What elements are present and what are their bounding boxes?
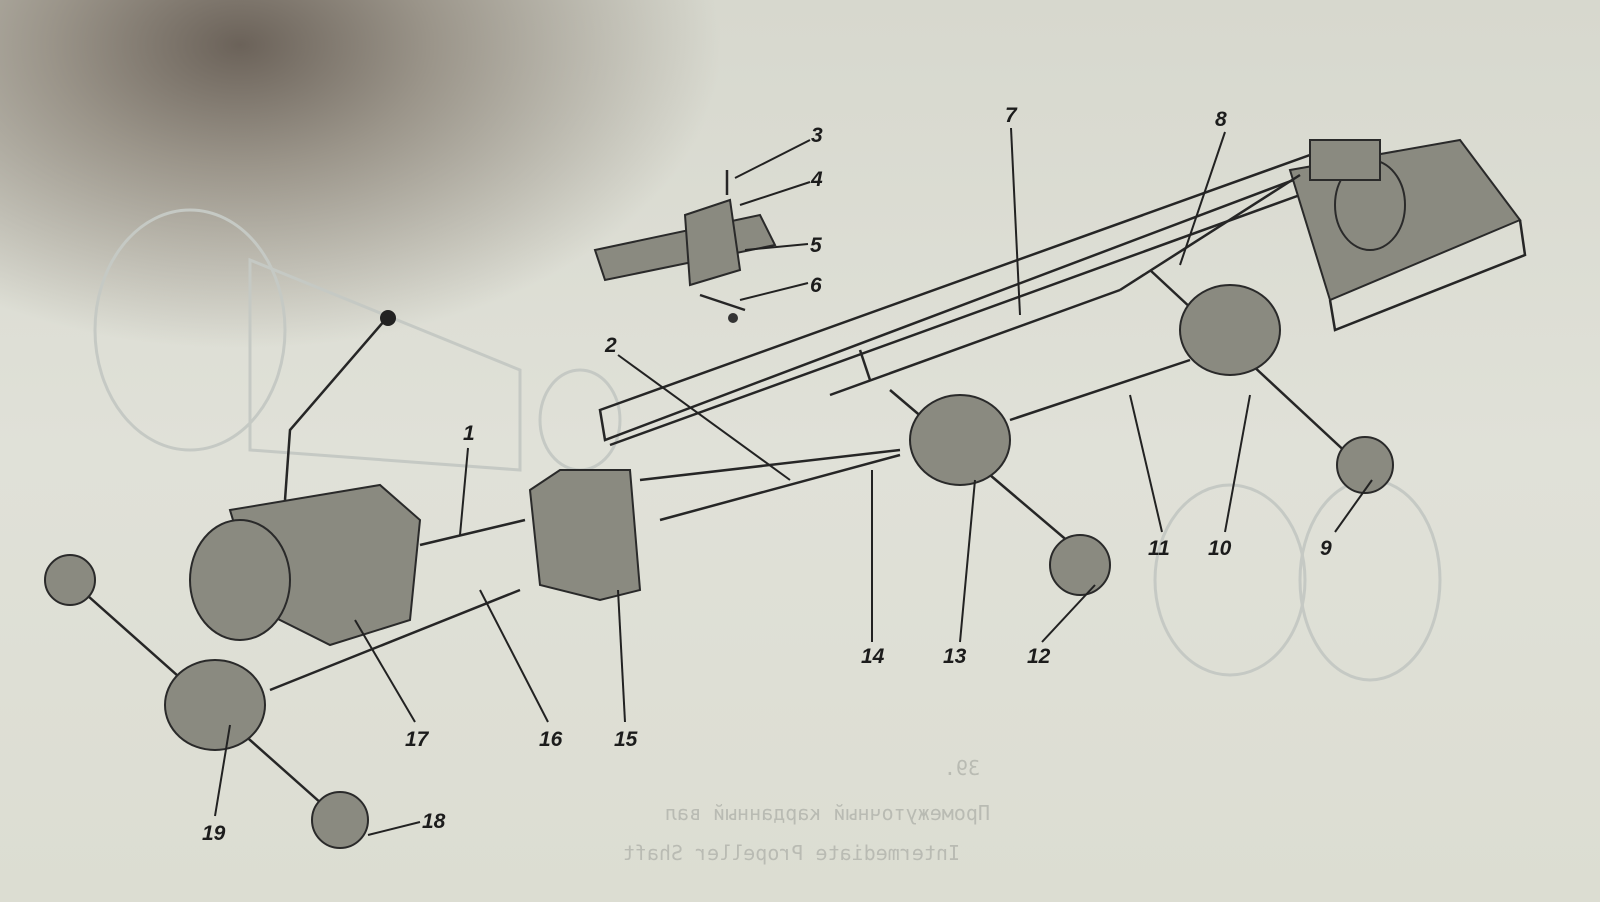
middle-rear-axle [889,389,1111,596]
callout-18: 18 [422,810,446,833]
callout-10: 10 [1208,537,1232,560]
callout-7: 7 [1005,104,1018,127]
callout-19: 19 [202,822,226,845]
callout-3: 3 [811,124,823,147]
callout-5: 5 [810,234,822,257]
callout-17: 17 [405,728,430,751]
rear-axle [1149,269,1394,494]
callout-8: 8 [1215,108,1227,131]
bleed-through-caption: 39. Промежуточный карданный вал Intermed… [623,756,990,865]
callout-2: 2 [604,334,617,357]
callout-15: 15 [614,728,638,751]
callout-14: 14 [861,645,885,668]
callout-13: 13 [943,645,967,668]
shaft-support-detail [593,170,777,323]
callout-11: 11 [1148,537,1170,560]
callout-labels: 1 2 3 4 5 6 7 8 9 10 11 12 13 14 15 16 1… [202,104,1332,845]
leader-lines [214,127,1373,836]
gearbox [189,310,422,647]
callout-16: 16 [539,728,563,751]
transfer-case [528,469,642,602]
svg-text:39.: 39. [944,756,980,780]
callout-12: 12 [1027,645,1051,668]
front-axle [44,554,369,849]
callout-6: 6 [810,274,822,297]
winch-assembly [1288,138,1527,332]
callout-1: 1 [463,422,475,445]
callout-9: 9 [1320,537,1332,560]
svg-text:Intermediate Propeller Shaft: Intermediate Propeller Shaft [623,841,960,865]
svg-text:Промежуточный карданный вал: Промежуточный карданный вал [665,801,990,825]
callout-4: 4 [810,168,823,191]
